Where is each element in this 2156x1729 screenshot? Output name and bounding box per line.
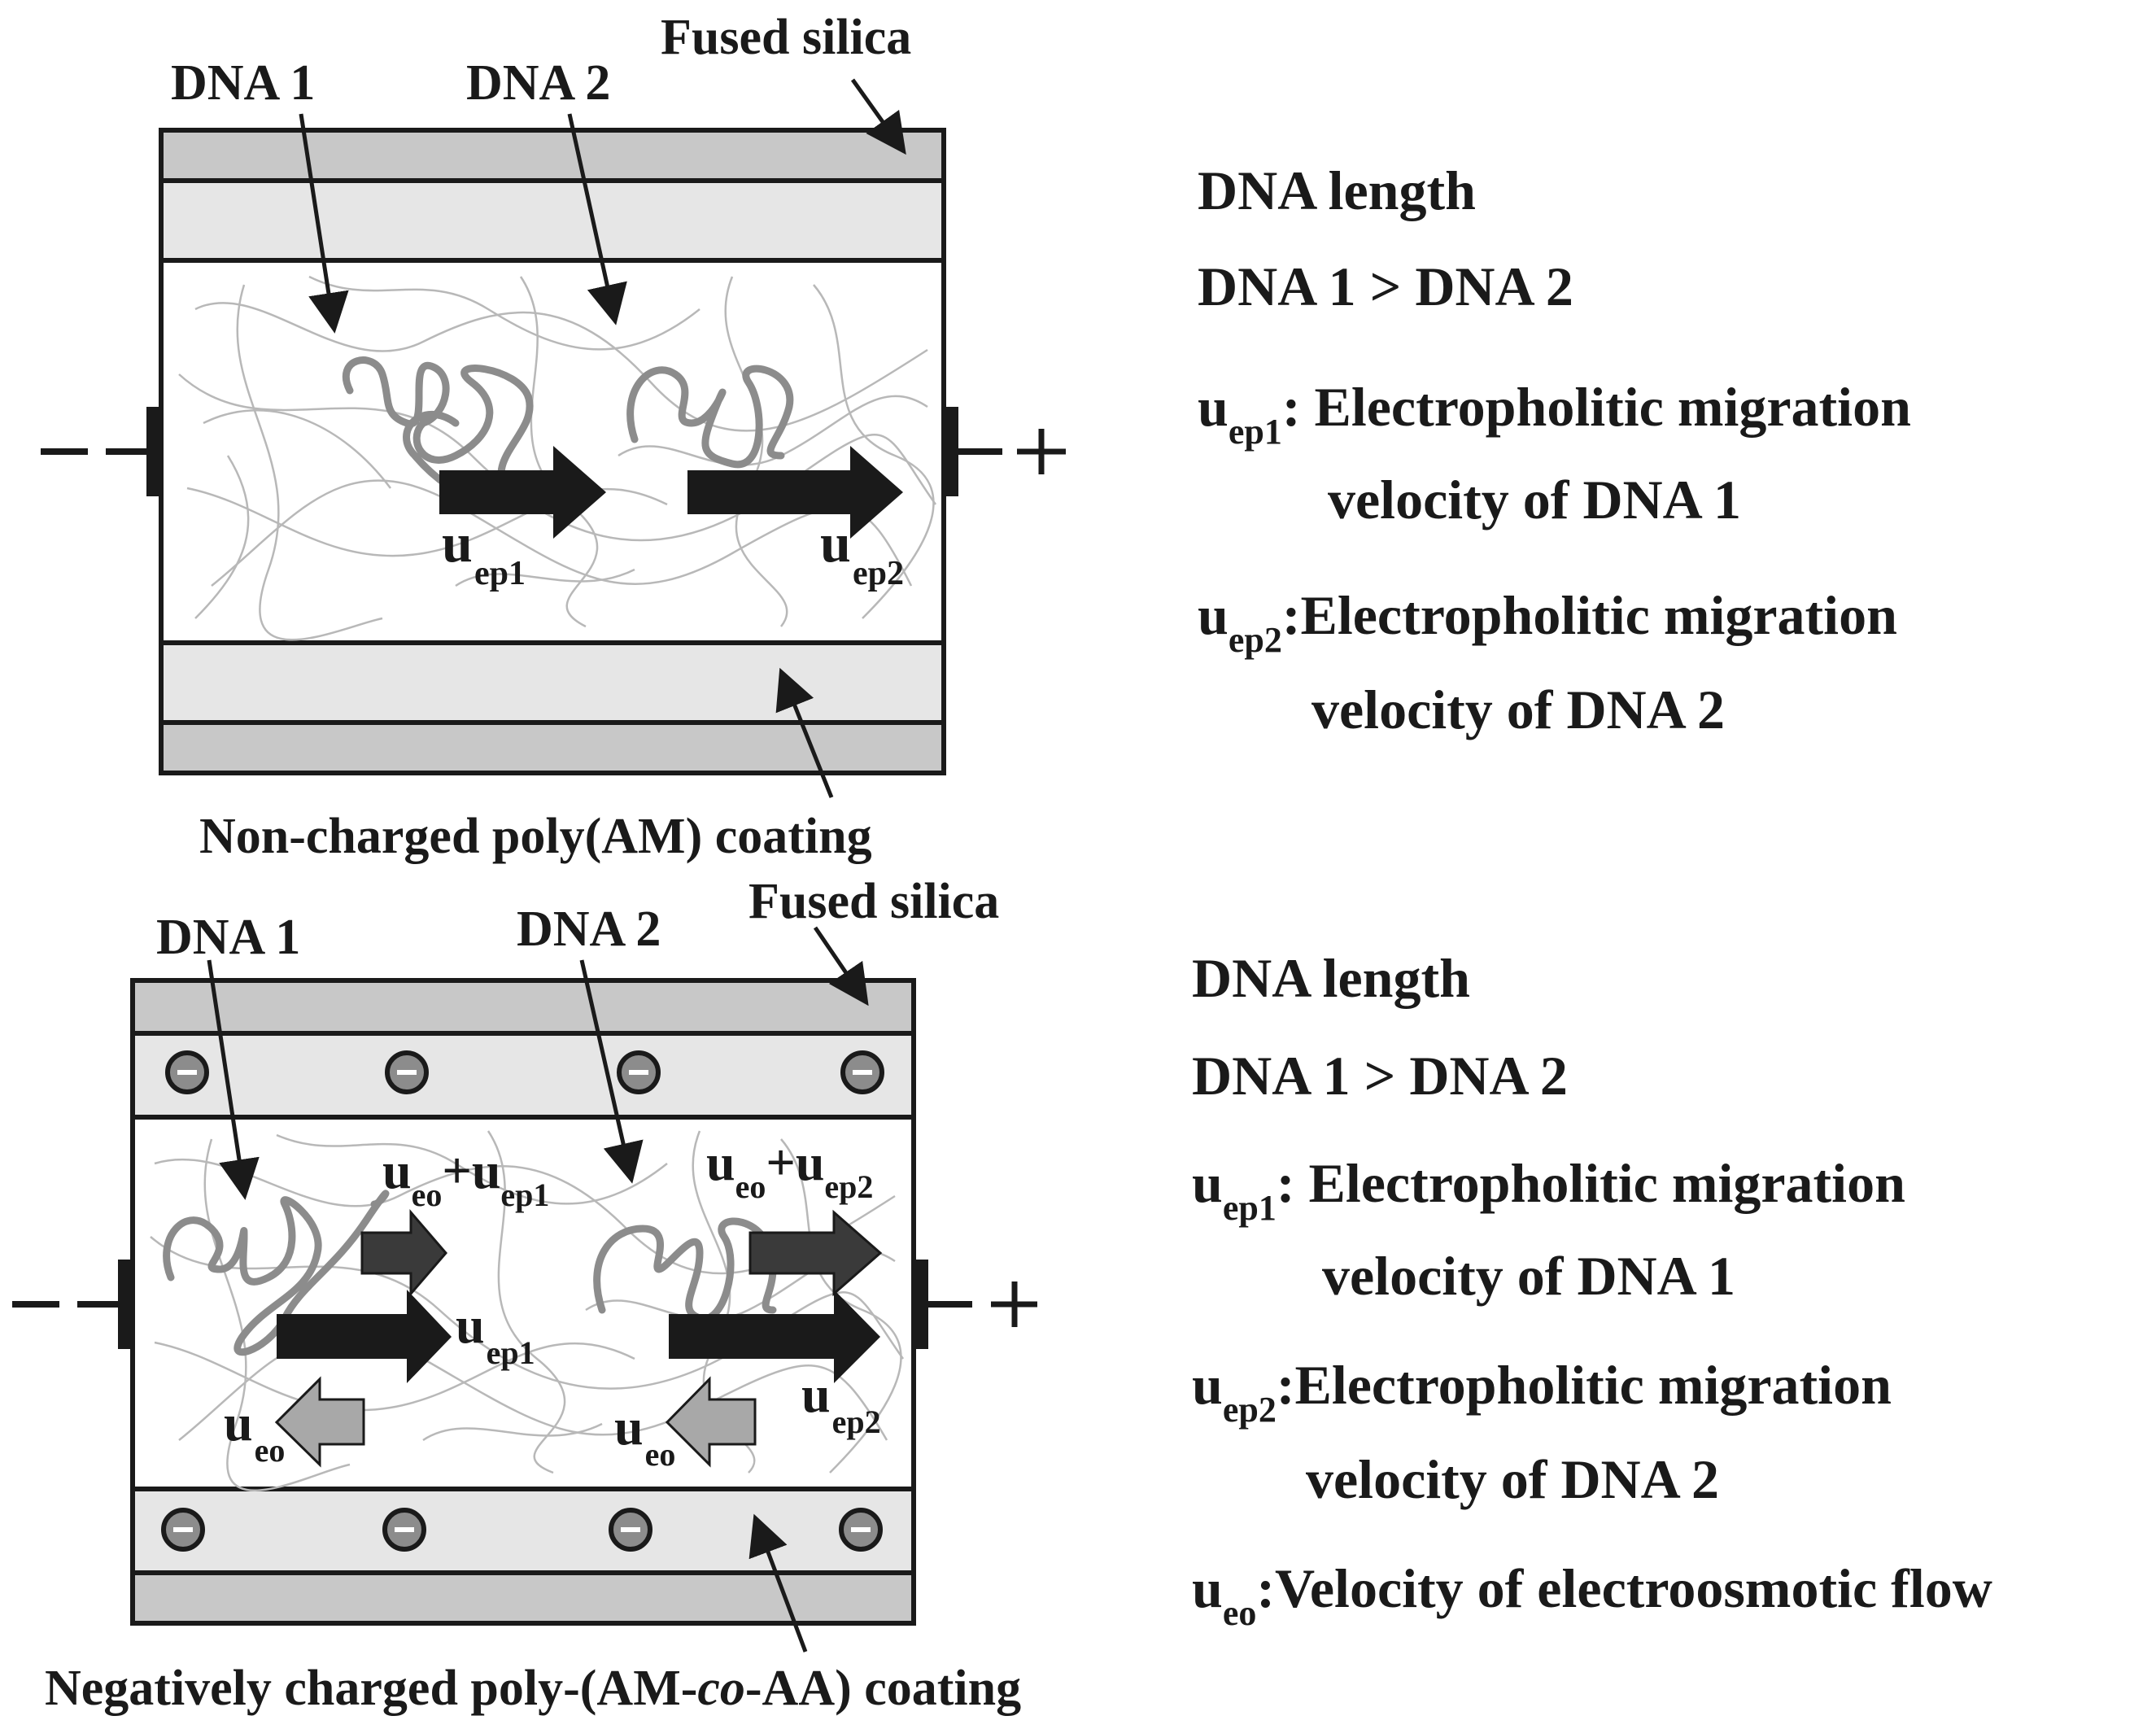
top-fused-silica-pointer xyxy=(850,78,906,155)
bottom-arrow-ep1 xyxy=(277,1290,452,1383)
top-legend-ep2-line1: uep2:Electropholitic migration xyxy=(1198,584,1897,660)
ep2-label: uep2 xyxy=(801,1365,881,1440)
bottom-coating-lower xyxy=(130,1487,916,1575)
bottom-arrow-eo-left xyxy=(274,1376,365,1468)
bottom-capillary xyxy=(12,926,1037,1653)
bottom-legend-ep2-line2: velocity of DNA 2 xyxy=(1306,1448,1720,1510)
top-ep1-u: u xyxy=(442,512,473,574)
bottom-legend-heading: DNA length xyxy=(1192,947,1470,1009)
sum1-label: ueo+uep1 xyxy=(382,1142,549,1213)
bottom-coating-label: Negatively charged poly-(AM-co-AA) coati… xyxy=(45,1661,1021,1716)
bottom-legend-ep1-line2: velocity of DNA 1 xyxy=(1322,1245,1736,1307)
top-legend-ep1-line1: uep1: Electropholitic migration xyxy=(1198,376,1911,452)
bottom-dna1-pointer xyxy=(207,959,260,1200)
bottom-dna1-coil xyxy=(163,1190,390,1356)
bottom-fused-silica-pointer xyxy=(813,926,869,1006)
bottom-arrow-eo-right xyxy=(665,1376,757,1468)
top-arrow-ep2 xyxy=(687,446,903,539)
bottom-fused-silica-wall-lower xyxy=(130,1570,916,1626)
top-fused-silica-label: Fused silica xyxy=(661,10,911,65)
top-dna1-pointer xyxy=(299,113,349,334)
top-legend-comparison: DNA 1 > DNA 2 xyxy=(1198,255,1573,317)
bottom-fused-silica-wall-upper xyxy=(130,978,916,1036)
top-fused-silica-wall-upper xyxy=(159,128,946,183)
top-coating-pointer xyxy=(775,667,834,798)
bottom-arrow-sum1 xyxy=(360,1208,447,1298)
bottom-dna2-pointer xyxy=(579,959,644,1184)
top-cathode-plate xyxy=(146,407,161,496)
ep1-label: uep1 xyxy=(456,1296,535,1371)
top-dna2-label: DNA 2 xyxy=(466,55,610,111)
top-legend-ep1-line2: velocity of DNA 1 xyxy=(1328,469,1742,530)
top-fused-silica-wall-lower xyxy=(159,720,946,775)
top-coating-lower xyxy=(159,640,946,725)
bottom-arrow-sum2 xyxy=(748,1209,883,1297)
sum2-label: ueo+uep2 xyxy=(706,1133,873,1205)
top-legend-heading: DNA length xyxy=(1198,159,1476,221)
bottom-anode-plate xyxy=(914,1260,928,1349)
top-ep2-sub: ep2 xyxy=(853,555,904,592)
bottom-legend-ep2-line1: uep2:Electropholitic migration xyxy=(1192,1354,1892,1430)
top-dna2-pointer xyxy=(567,113,627,325)
top-ep1-sub: ep1 xyxy=(474,555,526,592)
eo-right-label: ueo xyxy=(614,1398,675,1473)
top-arrow-ep1 xyxy=(439,446,606,539)
bottom-coating-pointer xyxy=(748,1513,808,1653)
bottom-fused-silica-label: Fused silica xyxy=(748,874,999,929)
top-dna2-coil xyxy=(626,365,794,469)
top-capillary xyxy=(41,78,1066,798)
bottom-dna1-label: DNA 1 xyxy=(156,910,300,965)
bottom-arrow-ep2 xyxy=(669,1290,880,1383)
bottom-dna2-label: DNA 2 xyxy=(517,902,661,957)
eo-left-label: ueo xyxy=(224,1394,285,1469)
bottom-legend-ep1-line1: uep1: Electropholitic migration xyxy=(1192,1152,1905,1228)
top-anode-plate xyxy=(944,407,958,496)
top-coating-upper xyxy=(159,178,946,263)
bottom-coating-upper xyxy=(130,1031,916,1120)
bottom-legend-comparison: DNA 1 > DNA 2 xyxy=(1192,1045,1568,1107)
top-coating-label: Non-charged poly(AM) coating xyxy=(199,809,872,864)
top-legend-ep2-line2: velocity of DNA 2 xyxy=(1311,679,1726,740)
bottom-cathode-plate xyxy=(118,1260,133,1349)
bottom-legend-eo: ueo:Velocity of electroosmotic flow xyxy=(1192,1557,1992,1633)
top-ep2-u: u xyxy=(820,512,851,574)
top-dna1-label: DNA 1 xyxy=(171,55,315,111)
